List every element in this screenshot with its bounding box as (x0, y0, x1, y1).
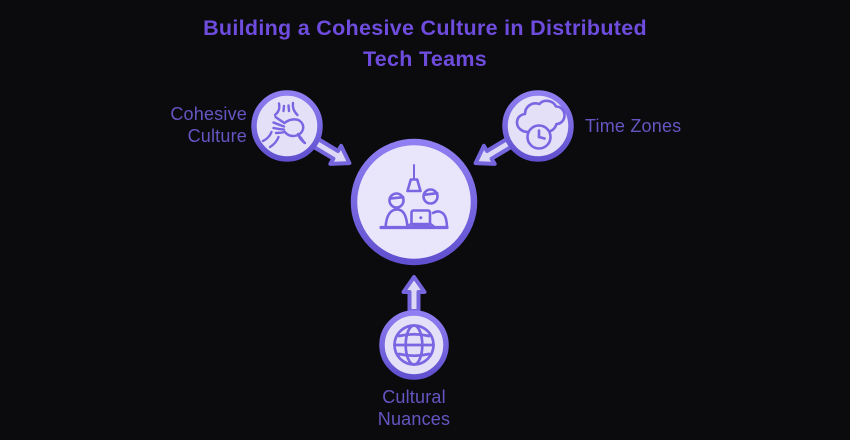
center-node (350, 138, 478, 266)
left-node-circle (251, 90, 323, 162)
globe-icon (393, 324, 435, 366)
center-node-circle (350, 138, 478, 266)
left-node (251, 90, 323, 162)
page-title-line2: Tech Teams (362, 47, 488, 72)
label-cultural-nuances: Cultural Nuances (377, 387, 451, 429)
label-cohesive-culture: Cohesive Culture (170, 104, 247, 146)
label-time-zones: Time Zones (585, 116, 682, 136)
right-node (502, 90, 574, 162)
arrow-right-to-center (473, 137, 514, 166)
cloud-clock-icon (515, 99, 566, 150)
arrow-left-to-center (311, 137, 352, 166)
page-title-line1: Building a Cohesive Culture in Distribut… (203, 16, 647, 40)
team-collaboration-icon (379, 164, 449, 230)
teamwork-hands-icon (261, 101, 307, 149)
arrow-bottom-to-center (401, 275, 427, 313)
bottom-node (379, 310, 449, 380)
page-title: Building a Cohesive Culture in Distribut… (0, 13, 850, 75)
